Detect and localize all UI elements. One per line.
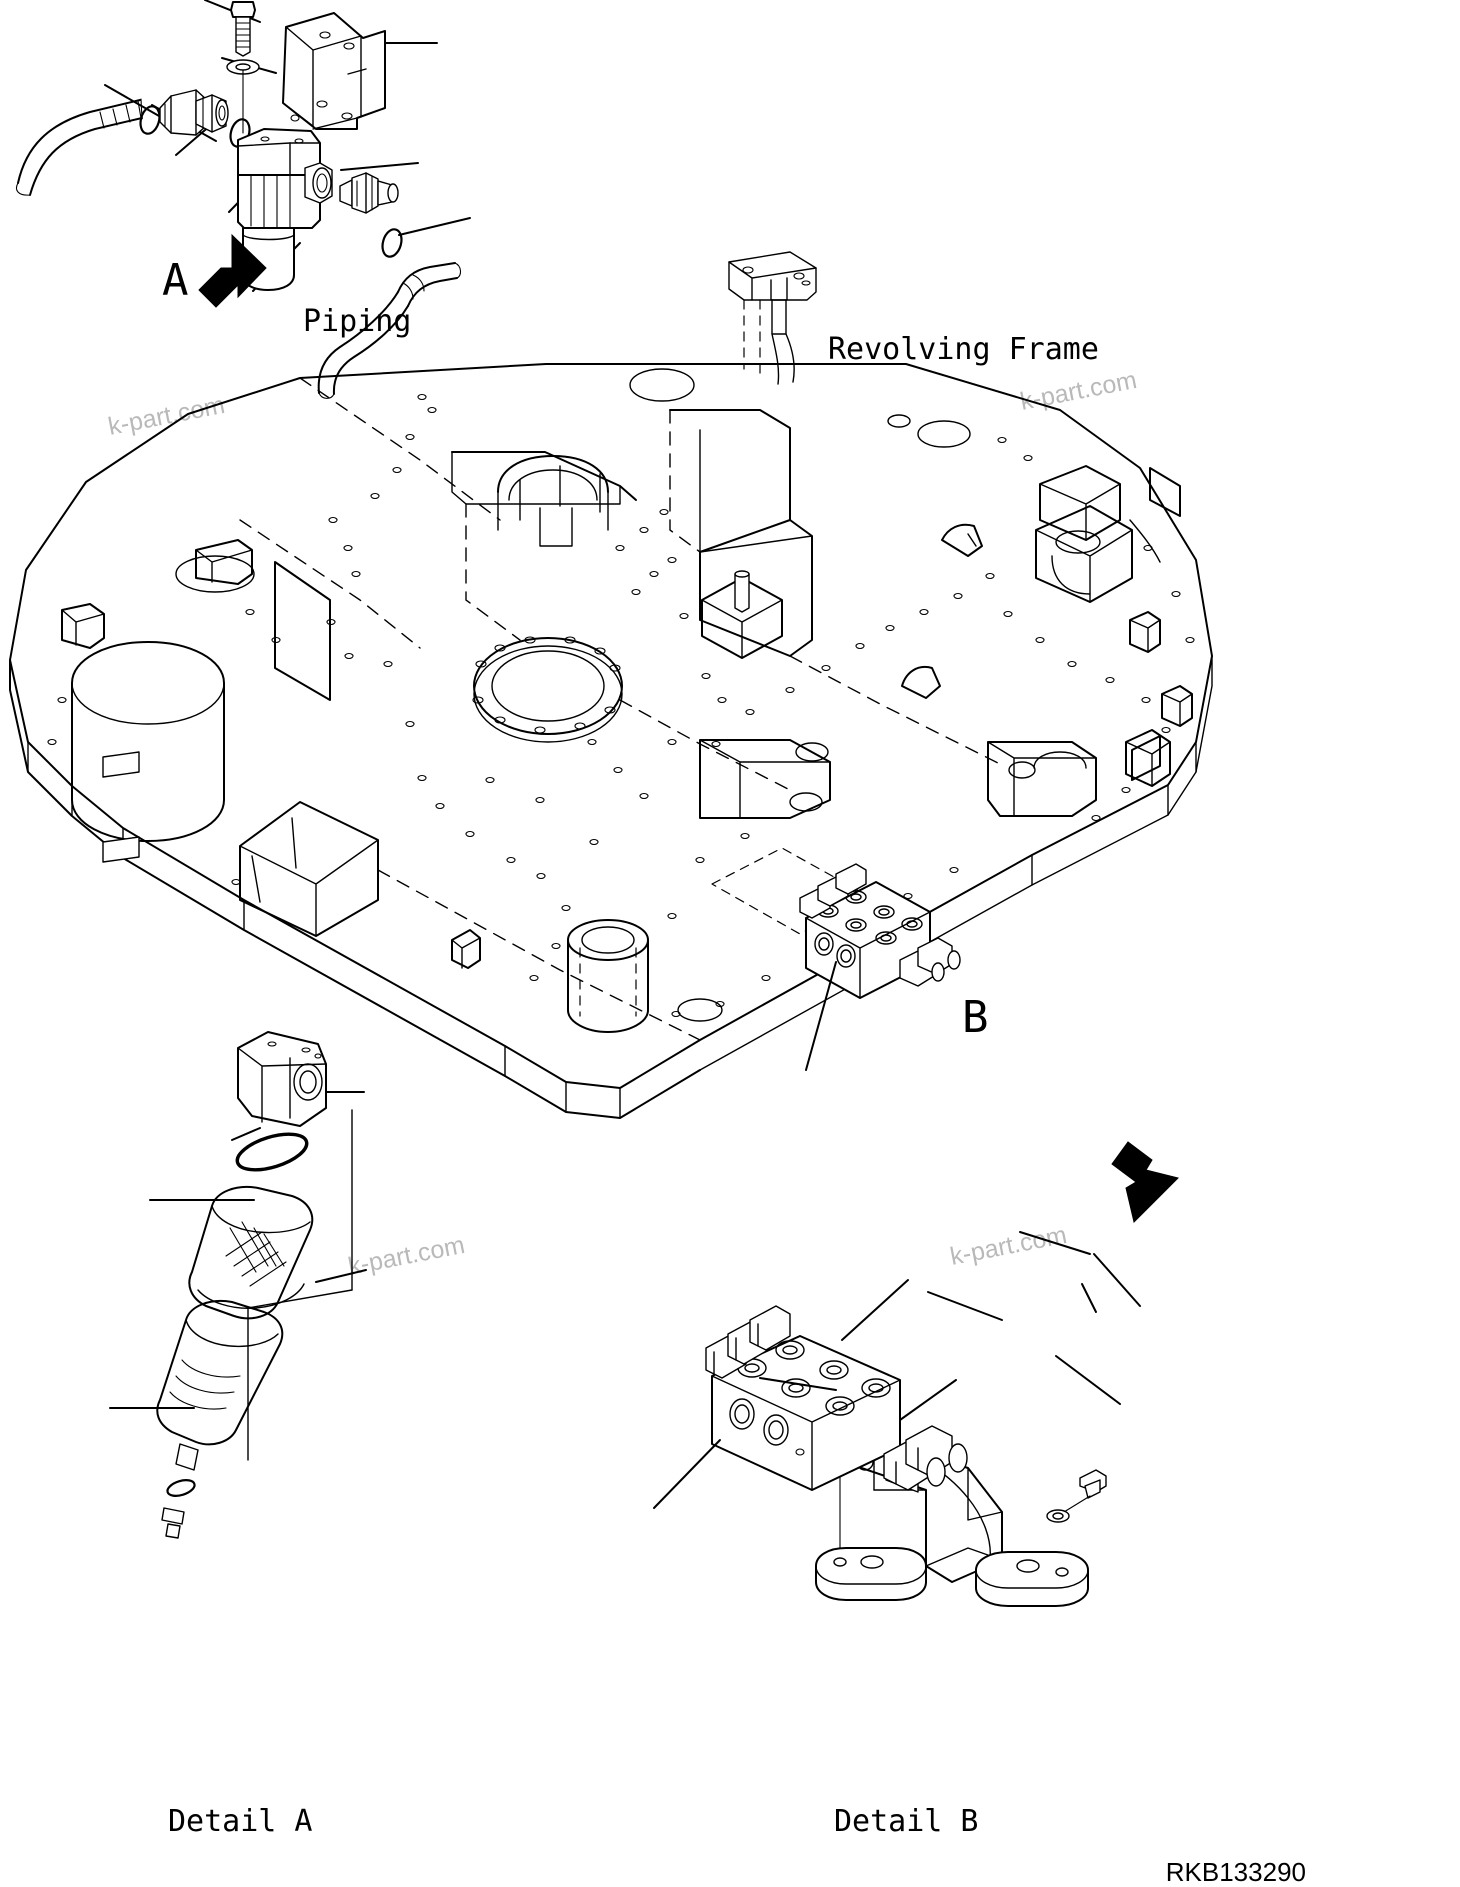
watermark-text: k-part.com: [948, 1221, 1069, 1271]
piping-assembly-view: A Piping: [15, 0, 471, 399]
drain-o-ring-part: [166, 1479, 196, 1497]
revolving-frame-label: Revolving Frame: [828, 332, 1099, 367]
filter-bowl-part: [156, 1300, 284, 1471]
leader-lines-detail-a: [109, 1091, 367, 1409]
frame-upper-bores: [629, 368, 971, 448]
control-valve-part: [705, 1305, 968, 1491]
frame-bottom-cylinder: [567, 919, 723, 1033]
watermark-text: k-part.com: [346, 1231, 467, 1281]
drain-plug-part: [161, 1507, 185, 1539]
washer-right-part: [1046, 1509, 1070, 1523]
part-number: RKB133290: [1166, 1857, 1306, 1887]
piping-label: Piping: [303, 304, 411, 339]
callout-arrow-a: [198, 233, 267, 308]
mounting-bracket-part: [282, 12, 386, 130]
filter-mesh: [225, 1221, 287, 1287]
frame-right-post: [701, 570, 783, 659]
o-ring-part: [235, 1132, 309, 1172]
detail-a-view: Detail A: [109, 1031, 367, 1839]
o-ring-part: [381, 228, 403, 258]
watermark-group: k-part.com k-part.com k-part.com k-part.…: [106, 366, 1139, 1281]
filter-head-part: [237, 1031, 327, 1127]
bolt-part: [230, 1, 256, 57]
elbow-fitting-part: [159, 89, 229, 136]
watermark-text: k-part.com: [106, 391, 227, 441]
frame-deck-outline: [9, 363, 1213, 1119]
frame-center-bore: [472, 636, 623, 743]
detail-b-view: Detail B: [653, 1231, 1141, 1839]
frame-upper-tower: [728, 251, 817, 385]
detail-b-label: Detail B: [834, 1804, 979, 1839]
detail-a-label: Detail A: [168, 1804, 313, 1839]
filter-element-part: [188, 1186, 314, 1320]
callout-arrow-b: [1111, 1141, 1179, 1223]
frame-ribs: [61, 377, 1171, 1041]
callout-b-label: B: [962, 992, 989, 1043]
control-valve-on-frame: [711, 847, 961, 999]
hose-part: [15, 98, 143, 196]
watermark-text: k-part.com: [1018, 366, 1139, 416]
revolving-frame-view: Revolving Frame: [9, 251, 1213, 1223]
frame-right-lugs: [901, 465, 1193, 781]
callout-a-label: A: [162, 255, 189, 306]
frame-left-cylinder: [71, 555, 255, 863]
leader-lines-detail-b: [653, 1231, 1141, 1509]
o-ring-part: [139, 105, 161, 135]
straight-fitting-part: [339, 172, 399, 214]
bolt-right-part: [1063, 1469, 1107, 1513]
hose-lower-part: [317, 262, 462, 399]
